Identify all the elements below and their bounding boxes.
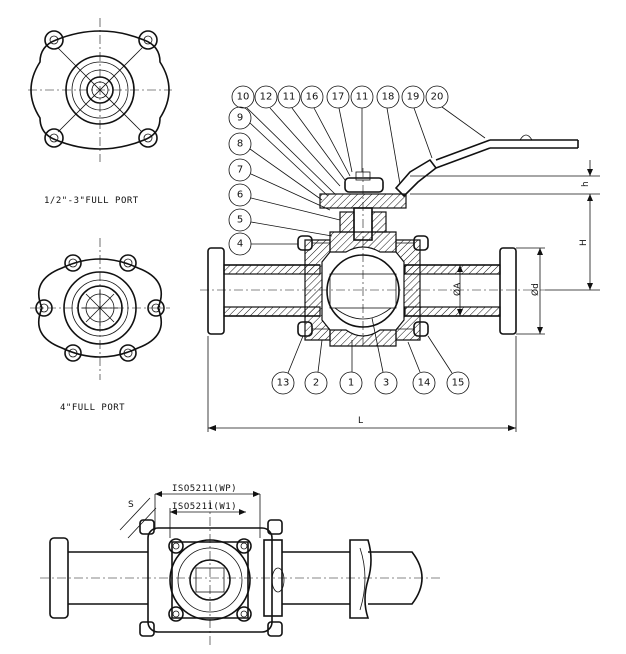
svg-text:9: 9 <box>237 113 243 124</box>
dim-h-small: h <box>581 181 591 187</box>
bolt-hole <box>147 299 165 317</box>
plan-view: ISO5211(WP) ISO5211(W1) S <box>40 484 440 645</box>
callout-balloon: 10 <box>231 85 336 195</box>
callouts-left: 9 8 7 6 5 4 <box>228 106 341 256</box>
bolt-hole <box>119 254 137 272</box>
callout-balloon: 11 <box>350 85 374 172</box>
svg-text:1: 1 <box>348 378 354 389</box>
dim-H: H <box>579 239 589 246</box>
svg-text:14: 14 <box>418 378 431 389</box>
bolt-hole <box>138 128 158 148</box>
svg-text:7: 7 <box>237 165 243 176</box>
svg-text:2: 2 <box>313 378 319 389</box>
section-view: h H ØA Ød L <box>200 134 600 432</box>
callout-balloon: 7 <box>228 158 331 211</box>
callouts-top: 10 12 11 16 17 11 18 19 20 <box>231 85 486 195</box>
end-view-small: 1/2"-3"FULL PORT <box>28 18 172 206</box>
callout-balloon: 19 <box>401 85 433 159</box>
svg-text:16: 16 <box>306 92 319 103</box>
svg-text:18: 18 <box>382 92 395 103</box>
iso-wp-dimension: ISO5211(WP) <box>172 484 237 494</box>
caption-large-port: 4"FULL PORT <box>60 403 125 413</box>
bolt-hole <box>138 30 158 50</box>
callout-balloon: 20 <box>425 85 486 139</box>
svg-text:20: 20 <box>431 92 444 103</box>
callout-balloon: 16 <box>300 85 351 177</box>
dim-length: L <box>358 416 363 426</box>
callout-balloon: 4 <box>228 232 298 256</box>
svg-text:11: 11 <box>283 92 296 103</box>
svg-text:15: 15 <box>452 378 465 389</box>
bolt-hole <box>35 299 53 317</box>
end-view-large: 4"FULL PORT <box>30 238 170 413</box>
dim-s: S <box>128 500 134 510</box>
callout-balloon: 3 <box>371 317 398 395</box>
svg-text:5: 5 <box>237 215 243 226</box>
svg-text:3: 3 <box>383 378 389 389</box>
svg-text:19: 19 <box>407 92 420 103</box>
dim-outer-diameter: Ød <box>530 283 541 296</box>
callout-balloon: 11 <box>277 85 346 181</box>
svg-text:8: 8 <box>237 139 243 150</box>
callout-balloon: 18 <box>376 85 401 185</box>
callout-balloon: 1 <box>339 340 363 395</box>
bolt-hole <box>236 538 252 554</box>
callout-balloon: 17 <box>326 85 353 173</box>
callout-balloon: 2 <box>304 339 328 395</box>
bolt-hole <box>44 30 64 50</box>
svg-text:4: 4 <box>237 239 243 250</box>
iso-w1-dimension: ISO5211(W1) <box>172 502 237 512</box>
callout-balloon: 12 <box>254 85 341 187</box>
dim-bore: ØA <box>452 282 463 296</box>
callout-balloon: 13 <box>271 335 304 395</box>
svg-text:6: 6 <box>237 190 243 201</box>
caption-small-port: 1/2"-3"FULL PORT <box>44 196 139 206</box>
bolt-hole <box>168 538 184 554</box>
bolt-hole <box>64 344 82 362</box>
callout-balloon: 9 <box>228 106 329 197</box>
callouts-bottom: 13 2 1 3 14 15 <box>271 317 470 395</box>
callout-balloon: 15 <box>427 335 470 395</box>
bolt-hole <box>236 606 252 622</box>
callout-balloon: 14 <box>407 341 436 395</box>
bolt-hole <box>168 606 184 622</box>
bolt-hole <box>64 254 82 272</box>
callout-balloon: 5 <box>228 208 333 237</box>
svg-text:11: 11 <box>356 92 369 103</box>
svg-text:10: 10 <box>237 92 250 103</box>
svg-text:13: 13 <box>277 378 290 389</box>
callout-balloon: 6 <box>228 183 341 221</box>
svg-text:12: 12 <box>260 92 273 103</box>
callout-balloon: 8 <box>228 132 323 201</box>
bolt-hole <box>44 128 64 148</box>
bolt-hole <box>119 344 137 362</box>
svg-text:17: 17 <box>332 92 345 103</box>
